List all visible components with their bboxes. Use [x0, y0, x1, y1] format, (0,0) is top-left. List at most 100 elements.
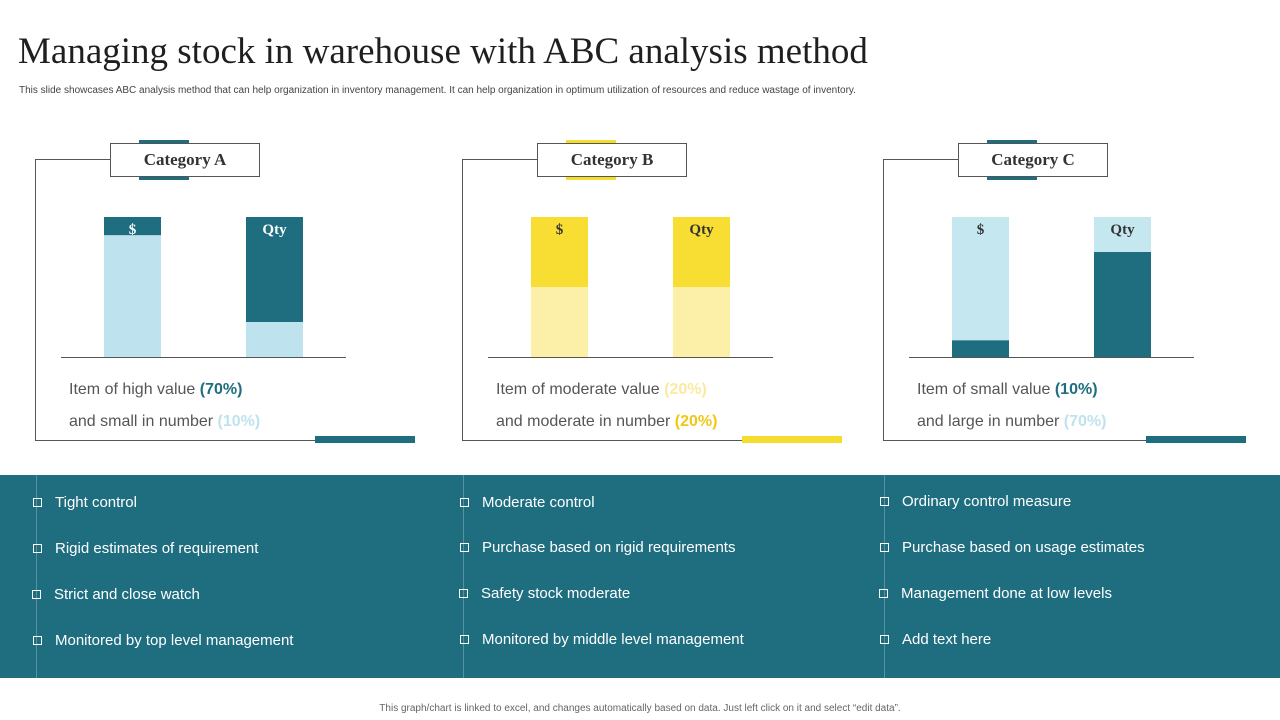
bar-value-segment-2	[104, 217, 161, 236]
bullet-square-icon	[33, 498, 42, 507]
bar-qty-segment-1	[673, 287, 730, 357]
frame-line	[462, 440, 742, 441]
list-item: Add text here	[880, 631, 991, 648]
bar-label: Qty	[689, 222, 714, 238]
category-label: Category C	[958, 143, 1108, 177]
divider-line	[463, 475, 464, 678]
value-percent: (10%)	[1054, 381, 1098, 398]
bar-qty-segment-1	[246, 322, 303, 357]
list-item-text: Monitored by top level management	[55, 632, 294, 649]
category-b-bar-chart: $ Qty	[488, 217, 773, 358]
list-item: Monitored by top level management	[33, 632, 293, 649]
value-percent: (70%)	[199, 381, 243, 398]
page-subtitle: This slide showcases ABC analysis method…	[19, 85, 856, 96]
bar-value-segment-2	[952, 217, 1009, 341]
frame-line	[462, 159, 538, 160]
bar-qty-segment-2	[246, 217, 303, 322]
list-item-text: Rigid estimates of requirement	[55, 540, 259, 557]
frame-line	[883, 440, 1163, 441]
bullet-square-icon	[33, 544, 42, 553]
desc-text: and small in number	[69, 413, 214, 430]
list-item: Safety stock moderate	[459, 585, 630, 602]
footer-note: This graph/chart is linked to excel, and…	[379, 703, 901, 714]
list-item-text: Tight control	[55, 494, 137, 511]
bullet-square-icon	[460, 635, 469, 644]
category-description-line-1: Item of small value (10%)	[917, 381, 1098, 399]
category-description-line-2: and moderate in number (20%)	[496, 413, 717, 431]
bullet-square-icon	[33, 636, 42, 645]
frame-line	[883, 159, 884, 440]
bar-qty-segment-2	[673, 217, 730, 287]
bar-qty-segment-2	[1094, 217, 1151, 252]
list-item: Purchase based on rigid requirements	[460, 539, 735, 556]
bar-label: $	[129, 222, 137, 238]
bullet-square-icon	[880, 543, 889, 552]
bar-label: $	[977, 222, 985, 238]
desc-text: and large in number	[917, 413, 1060, 430]
frame-line	[35, 159, 111, 160]
frame-line	[883, 159, 959, 160]
number-percent: (20%)	[674, 413, 718, 430]
frame-line	[462, 159, 463, 440]
list-item-text: Safety stock moderate	[481, 585, 631, 602]
list-item: Management done at low levels	[879, 585, 1112, 602]
frame-line	[35, 440, 315, 441]
bullet-square-icon	[880, 497, 889, 506]
list-item: Moderate control	[460, 494, 595, 511]
category-description-line-1: Item of high value (70%)	[69, 381, 242, 399]
bar-label: Qty	[1110, 222, 1135, 238]
list-item-text: Ordinary control measure	[902, 493, 1072, 510]
category-description-line-1: Item of moderate value (20%)	[496, 381, 707, 399]
list-item-text: Monitored by middle level management	[482, 631, 744, 648]
category-label: Category B	[537, 143, 687, 177]
list-item: Purchase based on usage estimates	[880, 539, 1145, 556]
divider-line	[36, 475, 37, 678]
list-item: Monitored by middle level management	[460, 631, 744, 648]
number-percent: (70%)	[1063, 413, 1107, 430]
category-a-bar-chart: $ Qty	[61, 217, 346, 358]
bullet-square-icon	[459, 589, 468, 598]
category-a-panel: Category A $ Qty Item of high value (70%)…	[35, 140, 435, 445]
desc-text: Item of small value	[917, 381, 1051, 398]
number-percent: (10%)	[217, 413, 261, 430]
list-item-text: Strict and close watch	[54, 586, 200, 603]
category-description-line-2: and small in number (10%)	[69, 413, 260, 431]
bar-value-segment-1	[531, 287, 588, 357]
accent-bar	[742, 436, 842, 443]
bullet-square-icon	[460, 543, 469, 552]
category-c-panel: Category C $ Qty Item of small value (10%…	[883, 140, 1280, 445]
category-c-bar-chart: $ Qty	[909, 217, 1194, 358]
desc-text: Item of moderate value	[496, 381, 660, 398]
bar-qty-segment-1	[1094, 252, 1151, 357]
list-item: Rigid estimates of requirement	[33, 540, 258, 557]
desc-text: and moderate in number	[496, 413, 671, 430]
desc-text: Item of high value	[69, 381, 196, 398]
bar-label: $	[556, 222, 564, 238]
page-title: Managing stock in warehouse with ABC ana…	[18, 31, 868, 72]
list-item-text: Moderate control	[482, 494, 595, 511]
accent-bar	[1146, 436, 1246, 443]
bullet-square-icon	[880, 635, 889, 644]
bar-value-segment-1	[952, 340, 1009, 357]
list-item-text: Purchase based on usage estimates	[902, 539, 1145, 556]
bar-label: Qty	[262, 222, 287, 238]
divider-line	[884, 475, 885, 678]
list-item: Tight control	[33, 494, 137, 511]
value-percent: (20%)	[664, 381, 707, 398]
list-item: Ordinary control measure	[880, 493, 1071, 510]
bullet-square-icon	[460, 498, 469, 507]
frame-line	[35, 159, 36, 440]
control-measures-band: Tight control Rigid estimates of require…	[0, 475, 1280, 678]
list-item-text: Management done at low levels	[901, 585, 1112, 602]
bullet-square-icon	[32, 590, 41, 599]
list-item-text: Purchase based on rigid requirements	[482, 539, 736, 556]
category-description-line-2: and large in number (70%)	[917, 413, 1106, 431]
category-label: Category A	[110, 143, 260, 177]
bar-value-segment-1	[104, 235, 161, 357]
bullet-square-icon	[879, 589, 888, 598]
list-item-text: Add text here	[902, 631, 992, 648]
category-b-panel: Category B $ Qty Item of moderate value (…	[462, 140, 862, 445]
bar-value-segment-2	[531, 217, 588, 287]
list-item: Strict and close watch	[32, 586, 200, 603]
accent-bar	[315, 436, 415, 443]
